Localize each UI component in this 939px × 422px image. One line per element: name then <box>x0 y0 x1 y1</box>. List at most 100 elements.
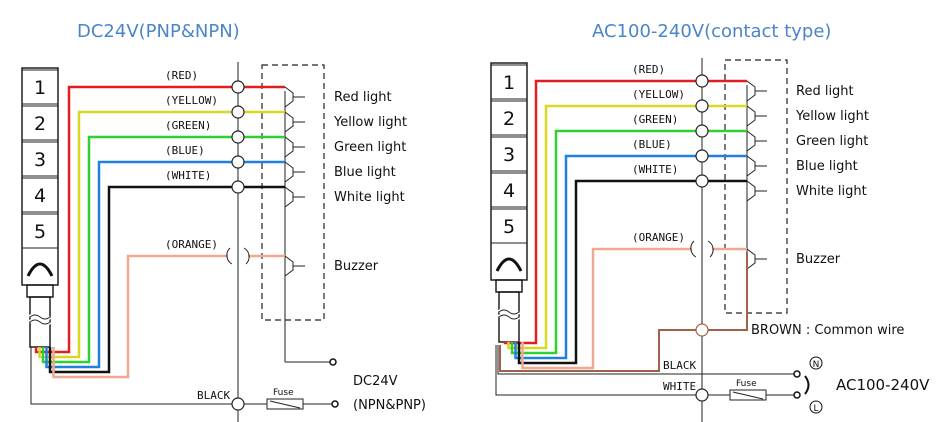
neutral-icon <box>809 356 823 370</box>
junction-node <box>231 397 245 411</box>
supply-label: AC100-240V <box>836 376 930 394</box>
wire-label: (YELLOW) <box>632 88 685 101</box>
terminal-n <box>793 370 801 378</box>
tower-segment-number: 2 <box>34 113 46 135</box>
junction-node <box>695 323 709 337</box>
terminal-node <box>331 400 339 408</box>
wire-yellow <box>507 104 747 350</box>
transistor-icon <box>746 80 767 102</box>
wire-white <box>48 185 285 374</box>
tower-segment-number: 1 <box>503 72 515 94</box>
white-wire <box>495 345 696 396</box>
tower-segment-number: 2 <box>503 108 515 130</box>
junction-node <box>231 80 245 94</box>
wire-green <box>510 129 747 355</box>
supply-label: DC24V <box>353 374 398 389</box>
wire-red <box>34 85 285 354</box>
junction-node <box>695 388 709 402</box>
junction-node <box>695 74 709 88</box>
wire-label: (GREEN) <box>165 119 211 132</box>
output-label: Yellow light <box>795 109 869 124</box>
wire-blue <box>45 160 285 369</box>
cable-break-line <box>498 309 520 320</box>
junction-node <box>231 180 245 194</box>
output-label: Yellow light <box>333 115 407 130</box>
output-label: Red light <box>334 90 392 105</box>
cable-break <box>497 308 521 321</box>
line-label: L <box>813 404 818 414</box>
wire-label: (YELLOW) <box>165 94 218 107</box>
wire-label: (BLUE) <box>632 138 672 151</box>
output-label: Blue light <box>796 159 858 174</box>
buzzer-icon <box>495 257 523 272</box>
wire-white <box>517 179 747 365</box>
wire-crossover <box>690 240 714 258</box>
tower-segment-number: 4 <box>503 180 515 202</box>
wire-label: (ORANGE) <box>632 231 685 244</box>
output-module-box <box>261 64 325 321</box>
junction-node <box>231 130 245 144</box>
transistor-icon <box>746 130 767 152</box>
fuse-icon-line <box>732 391 764 400</box>
transistor-icon <box>284 136 305 158</box>
tower-segment-number: 5 <box>34 221 46 243</box>
transistor-icon <box>284 255 305 277</box>
tower-segment-number: 1 <box>34 77 46 99</box>
line-icon <box>809 400 823 414</box>
terminal-l <box>793 391 801 399</box>
output-label: Buzzer <box>796 252 841 267</box>
junction-node <box>695 174 709 188</box>
output-label: White light <box>796 184 867 199</box>
brown-common-wire <box>499 252 748 372</box>
tower-segment-number: 5 <box>503 216 515 238</box>
wire-green <box>41 135 285 364</box>
ac100-240v-diagram: AC100-240V(contact type) 1 2 3 4 5 (RED) Red l… <box>490 21 930 422</box>
junction-node <box>695 149 709 163</box>
tower-base <box>26 284 54 298</box>
neutral-label: N <box>813 360 820 370</box>
fuse-label: Fuse <box>273 388 294 398</box>
wire-label: (WHITE) <box>632 163 678 176</box>
junction-node <box>231 105 245 119</box>
terminal-node <box>329 358 337 366</box>
wire-label: (RED) <box>632 63 665 76</box>
wire-orange <box>52 254 285 379</box>
junction-node <box>231 155 245 169</box>
output-label: White light <box>334 190 405 205</box>
junction-node <box>695 99 709 113</box>
output-label: Green light <box>334 140 406 155</box>
output-label: Buzzer <box>334 259 379 274</box>
wire-label: (GREEN) <box>632 113 678 126</box>
cable-break-line <box>29 314 51 325</box>
transistor-icon <box>284 161 305 183</box>
wire-label: (ORANGE) <box>165 238 218 251</box>
tower-base <box>495 279 523 293</box>
tower-segment-number: 3 <box>503 144 515 166</box>
output-label: Green light <box>796 134 868 149</box>
diagram-title: AC100-240V(contact type) <box>592 21 831 42</box>
wire-label: (BLUE) <box>165 144 205 157</box>
black-wire <box>30 347 232 405</box>
black-label: BLACK <box>663 359 696 372</box>
common-label: BROWN : Common wire <box>751 323 904 338</box>
cable-break <box>28 313 52 326</box>
wire-blue <box>514 154 747 360</box>
output-label: Red light <box>796 84 854 99</box>
fuse-label: Fuse <box>736 379 757 389</box>
tower-segment-number: 3 <box>34 149 46 171</box>
transistor-icon <box>284 111 305 133</box>
buzzer-icon <box>26 262 54 277</box>
transistor-icon <box>746 105 767 127</box>
wire-yellow <box>38 110 285 359</box>
bracket-icon <box>804 375 810 395</box>
wire-label: (RED) <box>165 69 198 82</box>
white-label: WHITE <box>663 380 696 393</box>
wire-red <box>503 79 747 345</box>
diagram-title: DC24V(PNP&NPN) <box>77 21 240 42</box>
junction-node <box>695 124 709 138</box>
tower-segment-number: 4 <box>34 185 46 207</box>
supply-label: (NPN&PNP) <box>353 398 426 413</box>
dc24v-diagram: DC24V(PNP&NPN) 1 2 3 4 5 (RED) Red light (YELLO… <box>21 21 426 422</box>
output-label: Blue light <box>334 165 396 180</box>
